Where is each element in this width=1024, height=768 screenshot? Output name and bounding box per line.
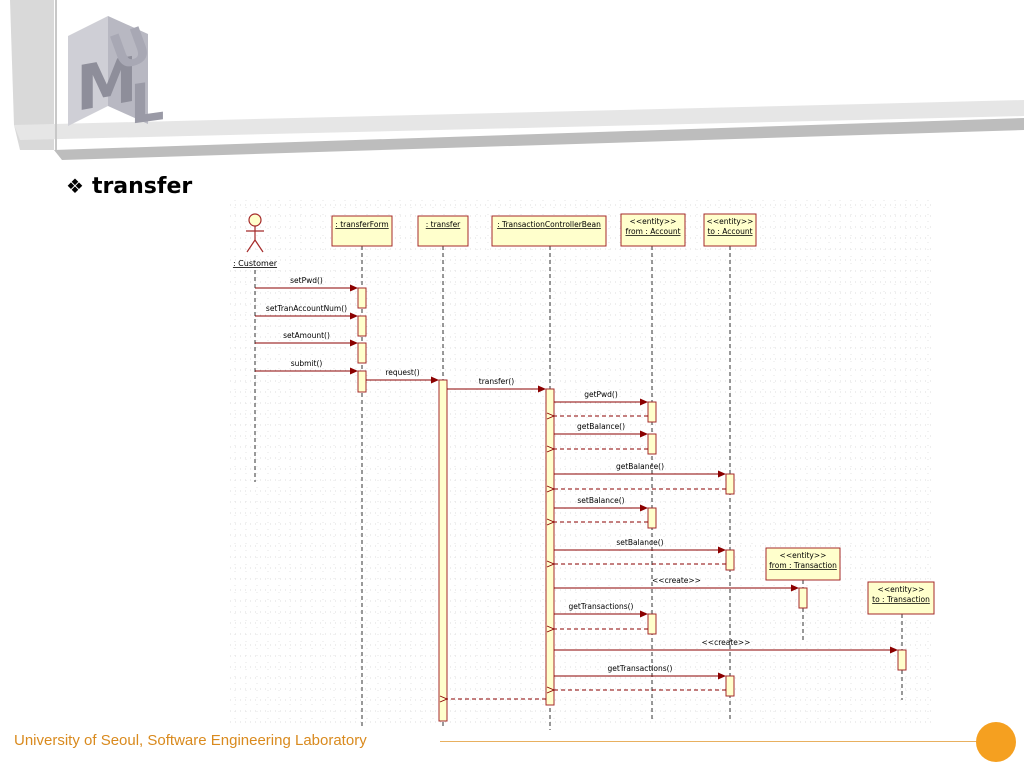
svg-text:M: M — [76, 42, 138, 125]
participant-label: <<entity>> — [630, 217, 677, 226]
footer-text: University of Seoul, Software Engineerin… — [14, 732, 367, 749]
message: submit() — [255, 359, 358, 375]
activation-bar — [647, 433, 657, 455]
message: getTransactions() — [554, 602, 648, 618]
message-label: transfer() — [479, 377, 515, 386]
message: setPwd() — [255, 276, 358, 292]
message-label: getTransactions() — [569, 602, 634, 611]
return-message — [546, 560, 726, 568]
participant-box — [765, 547, 841, 581]
activation-bar — [357, 287, 367, 309]
participant-form: : transferForm — [331, 215, 393, 728]
activation-bar — [725, 473, 735, 495]
participant-toTx: <<entity>>to : Transaction — [867, 581, 935, 700]
message: <<create>> — [554, 576, 799, 592]
return-message — [546, 686, 726, 694]
activation-bar — [647, 507, 657, 529]
participant-box — [620, 213, 686, 247]
footer-dot — [976, 722, 1016, 762]
activation-bar — [357, 370, 367, 393]
footer-line — [440, 741, 980, 742]
participant-label: : transfer — [426, 220, 461, 229]
activation-bar — [357, 342, 367, 364]
message-label: setPwd() — [290, 276, 323, 285]
title-bullet: ❖ — [66, 174, 84, 198]
messages: setPwd() setTranAccountNum() setAmount() su… — [255, 276, 898, 703]
return-message — [546, 412, 648, 420]
message: setAmount() — [255, 331, 358, 347]
message-label: setAmount() — [283, 331, 330, 340]
message-label: setTranAccountNum() — [266, 304, 347, 313]
return-message — [546, 625, 648, 633]
slide-title: ❖ transfer — [66, 174, 192, 199]
activation-bar — [438, 379, 448, 722]
participant-box — [491, 215, 607, 247]
participant-label: <<entity>> — [707, 217, 754, 226]
uml-logo: M U L — [68, 16, 164, 137]
svg-text:L: L — [130, 69, 164, 137]
message: <<create>> — [554, 638, 898, 654]
participant-fromTx: <<entity>>from : Transaction — [765, 547, 841, 640]
message-label: setBalance() — [577, 496, 624, 505]
participant-label: : TransactionControllerBean — [497, 220, 601, 229]
return-message — [546, 445, 648, 453]
participant-label: to : Transaction — [872, 595, 930, 604]
actor-label: : Customer — [233, 259, 278, 268]
activation-bar — [545, 388, 555, 706]
return-message — [546, 485, 726, 493]
message: getBalance() — [554, 462, 726, 478]
participant-label: : transferForm — [335, 220, 388, 229]
activation-bar — [798, 587, 808, 609]
actor-customer: : Customer — [233, 213, 278, 268]
sequence-diagram: : Customer : transferForm : transfer : Tran… — [230, 200, 935, 730]
participant-label: from : Account — [625, 227, 680, 236]
participant-box — [331, 215, 393, 247]
message-label: request() — [385, 368, 419, 377]
participant-box — [703, 213, 757, 247]
return-message — [546, 518, 648, 526]
message: setTranAccountNum() — [255, 304, 358, 320]
message-label: setBalance() — [616, 538, 663, 547]
message-label: <<create>> — [652, 576, 701, 585]
message-label: getBalance() — [577, 422, 625, 431]
participant-toAcc: <<entity>>to : Account — [703, 213, 757, 720]
activation-bar — [897, 649, 907, 671]
message: getBalance() — [554, 422, 648, 438]
message-label: submit() — [291, 359, 323, 368]
activation-bar — [357, 315, 367, 337]
participant-label: from : Transaction — [769, 561, 837, 570]
participant-box — [417, 215, 469, 247]
participant-label: <<entity>> — [780, 551, 827, 560]
activation-bar — [647, 401, 657, 423]
grid — [230, 200, 935, 725]
activations — [357, 287, 907, 722]
message-label: getPwd() — [584, 390, 618, 399]
message-label: getTransactions() — [608, 664, 673, 673]
message-label: <<create>> — [702, 638, 751, 647]
activation-bar — [725, 675, 735, 697]
message: getTransactions() — [554, 664, 726, 680]
message-label: getBalance() — [616, 462, 664, 471]
participant-bean: : TransactionControllerBean — [491, 215, 607, 730]
return-message — [439, 695, 546, 703]
header-decoration — [10, 0, 1024, 160]
message: setBalance() — [554, 496, 648, 512]
activation-bar — [647, 613, 657, 635]
title-text: transfer — [91, 174, 193, 199]
activation-bar — [725, 549, 735, 571]
message: request() — [366, 368, 439, 384]
participant-box — [867, 581, 935, 615]
message: setBalance() — [554, 538, 726, 554]
message: transfer() — [447, 377, 546, 393]
participant-label: <<entity>> — [878, 585, 925, 594]
message: getPwd() — [554, 390, 648, 406]
participant-label: to : Account — [707, 227, 752, 236]
participant-fromAcc: <<entity>>from : Account — [620, 213, 686, 720]
